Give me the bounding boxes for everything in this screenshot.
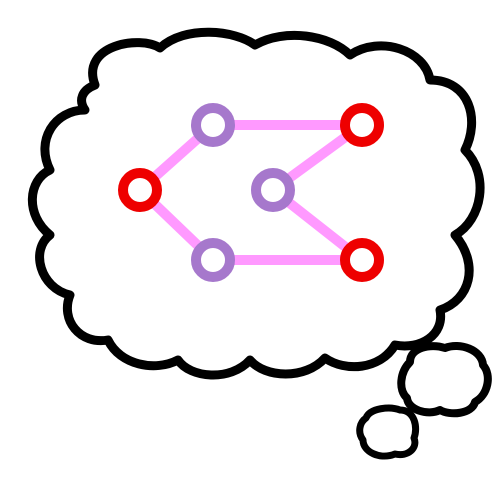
bubble-outline (397, 342, 492, 418)
graph-node-n5-purple (251, 168, 295, 212)
graph-node-n3-red (340, 103, 384, 147)
graph-node-n4-purple (191, 238, 235, 282)
small-thought-bubble-large (397, 342, 492, 418)
graph-node-n2-red (118, 168, 162, 212)
graph-node-n1-purple (191, 103, 235, 147)
small-thought-bubble-small (356, 404, 420, 460)
bubble-outline (356, 404, 420, 460)
graph-nodes (118, 103, 384, 282)
graph-node-n6-red (340, 238, 384, 282)
